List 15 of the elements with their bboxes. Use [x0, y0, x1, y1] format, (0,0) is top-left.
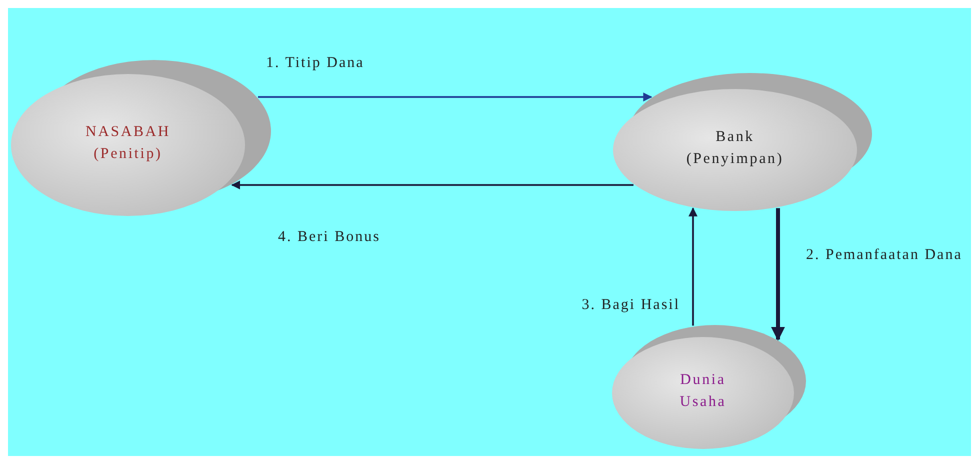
edge-label: 3. Bagi Hasil — [582, 297, 680, 313]
arrow — [258, 92, 652, 102]
node-label: Dunia Usaha — [678, 371, 728, 412]
disc-node — [611, 324, 807, 450]
arrow — [688, 207, 698, 326]
edge-label: 4. Beri Bonus — [278, 229, 380, 245]
arrow — [231, 180, 634, 190]
node-label: NASABAH — [85, 123, 171, 142]
edge-label: 1. Titip Dana — [266, 55, 364, 71]
arrow — [771, 208, 785, 341]
node-label: (Penyimpan) — [686, 150, 784, 169]
node-label: Bank — [716, 128, 754, 147]
disc-node — [612, 72, 873, 212]
edge-label: 2. Pemanfaatan Dana — [806, 247, 962, 263]
node-label: (Penitip) — [94, 145, 162, 164]
